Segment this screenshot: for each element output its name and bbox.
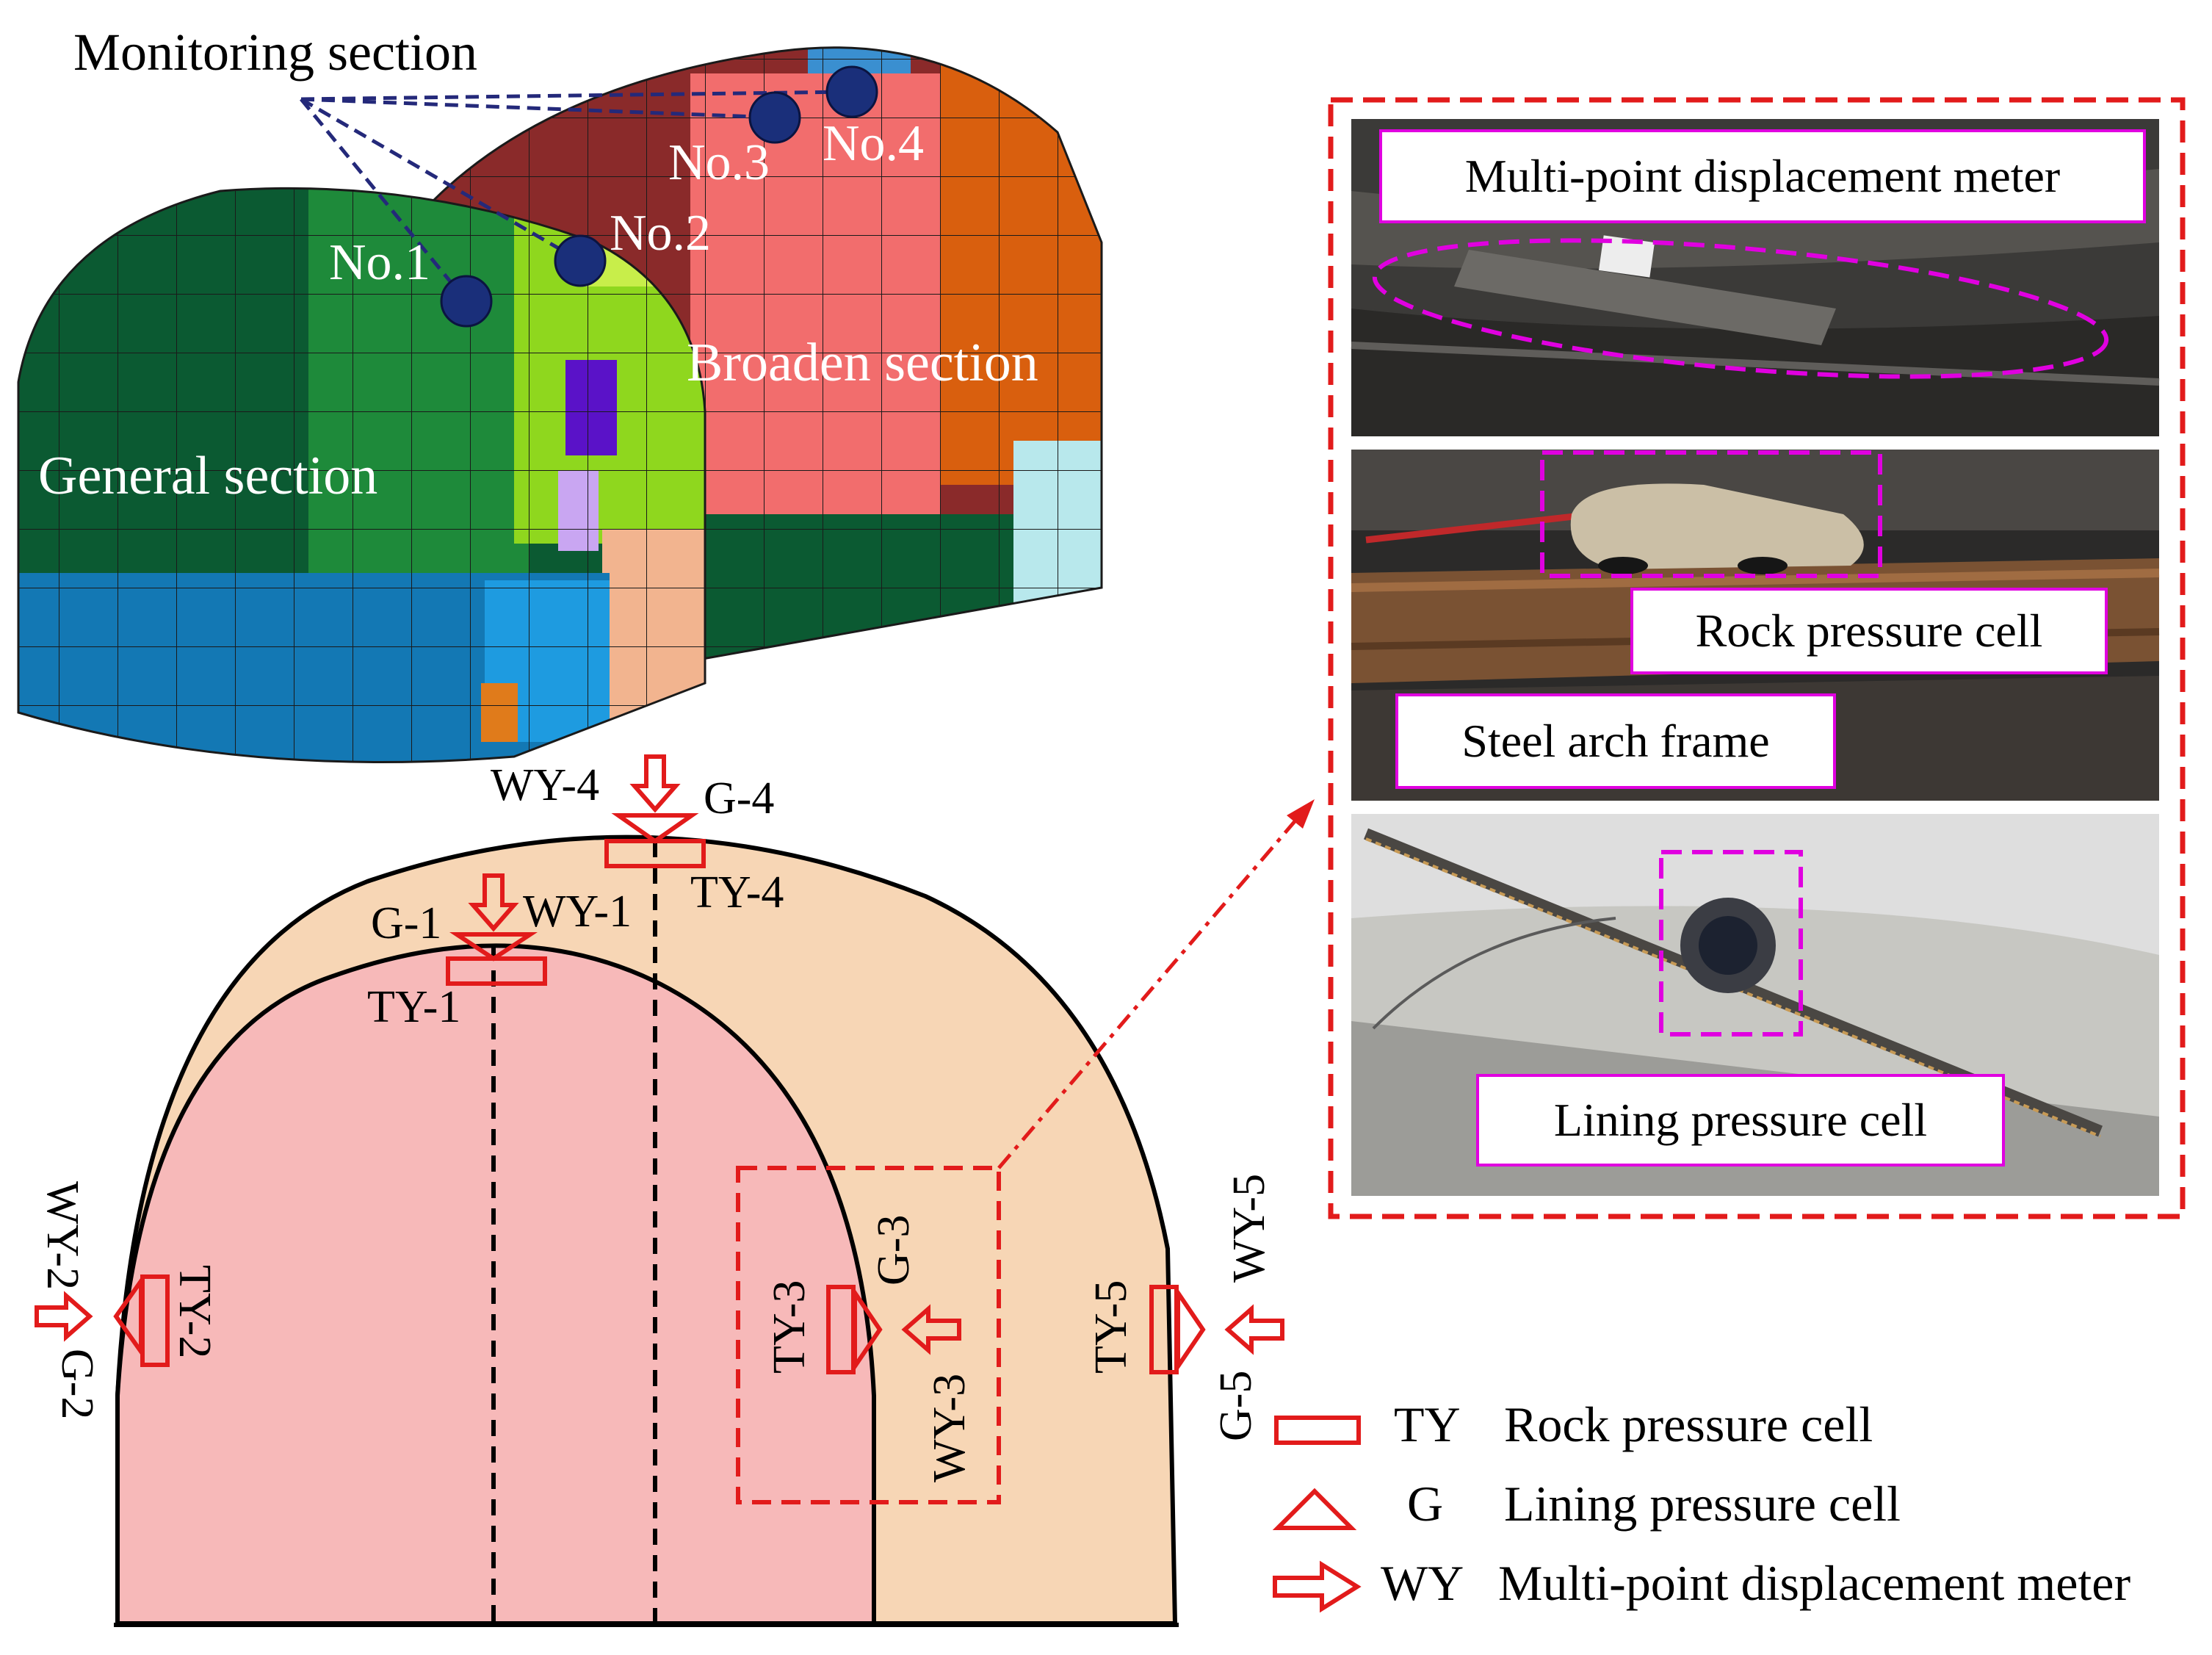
label-ty3: TY-3 — [765, 1280, 814, 1374]
rock-cell-highlight-box — [1540, 450, 1882, 578]
legend-rect-symbol — [1274, 1416, 1361, 1445]
photo-panel-frame — [1328, 97, 2186, 1219]
marker-group-2 — [35, 1274, 170, 1367]
legend-desc-g: Lining pressure cell — [1504, 1476, 1901, 1532]
label-g2: G-2 — [52, 1349, 102, 1420]
photo-label-rock-pressure-cell: Rock pressure cell — [1630, 588, 2108, 674]
arrow-wy2 — [35, 1291, 93, 1342]
label-g3: G-3 — [869, 1214, 919, 1286]
label-wy3: WY-3 — [925, 1373, 975, 1482]
arrow-wy3 — [901, 1304, 961, 1355]
arrow-wy4 — [629, 754, 681, 813]
meter-highlight-ellipse — [1372, 238, 2109, 379]
label-ty5: TY-5 — [1086, 1280, 1136, 1374]
photo-label-displacement-meter: Multi-point displacement meter — [1379, 129, 2146, 223]
general-section-label: General section — [38, 446, 378, 506]
legend-code-wy: WY — [1381, 1555, 1464, 1611]
triangle-g4 — [611, 813, 699, 844]
arrow-wy5 — [1224, 1304, 1284, 1355]
photo-label-lining-pressure-cell: Lining pressure cell — [1476, 1074, 2005, 1167]
zoom-region-box — [736, 1166, 1001, 1504]
monitoring-point-4 — [825, 65, 878, 118]
cell-ty1 — [446, 956, 547, 986]
legend-desc-ty: Rock pressure cell — [1504, 1396, 1873, 1452]
triangle-g1 — [449, 932, 538, 962]
monitoring-section-label: Monitoring section — [73, 23, 477, 82]
marker-group-1 — [446, 873, 547, 986]
label-ty1: TY-1 — [367, 982, 461, 1032]
monitoring-point-2 — [554, 234, 607, 287]
point-label-2: No.2 — [610, 205, 712, 262]
tunnel-model — [17, 46, 1103, 763]
label-wy4: WY-4 — [491, 760, 600, 810]
broaden-section-outline — [395, 46, 1103, 663]
cross-section — [35, 754, 1315, 1627]
legend-code-g: G — [1407, 1476, 1444, 1532]
monitoring-leader-lines — [300, 90, 853, 303]
label-wy2: WY-2 — [37, 1181, 87, 1291]
broaden-section-label: Broaden section — [687, 333, 1038, 393]
monitoring-points — [440, 65, 878, 328]
monitoring-point-3 — [748, 91, 801, 144]
photo-label-steel-arch: Steel arch frame — [1395, 693, 1836, 789]
label-wy5: WY-5 — [1224, 1173, 1274, 1283]
label-g5: G-5 — [1211, 1370, 1261, 1441]
marker-group-4 — [604, 754, 706, 868]
triangle-g5 — [1176, 1286, 1206, 1374]
lining-cell-highlight-box — [1659, 850, 1803, 1036]
legend-symbols — [1272, 1416, 1362, 1613]
legend-arrow-symbol — [1273, 1560, 1362, 1613]
point-label-1: No.1 — [329, 234, 431, 291]
general-section-mesh — [18, 188, 705, 762]
zoom-pointer — [997, 799, 1315, 1169]
cell-ty2 — [140, 1274, 170, 1367]
marker-group-3 — [826, 1285, 961, 1374]
monitoring-point-1 — [440, 275, 493, 328]
marker-group-5 — [1149, 1285, 1284, 1374]
label-g4: G-4 — [704, 774, 775, 823]
label-g1: G-1 — [371, 898, 442, 948]
label-ty2: TY-2 — [170, 1265, 220, 1359]
label-wy1: WY-1 — [523, 887, 632, 937]
point-label-4: No.4 — [823, 115, 925, 172]
legend-triangle-symbol — [1272, 1488, 1357, 1530]
point-label-3: No.3 — [668, 134, 770, 191]
label-ty4: TY-4 — [690, 868, 784, 917]
legend-code-ty: TY — [1394, 1396, 1461, 1452]
legend-desc-wy: Multi-point displacement meter — [1498, 1555, 2131, 1611]
broaden-section-mesh — [397, 47, 1102, 662]
triangle-g3 — [853, 1286, 883, 1374]
arrow-wy1 — [468, 873, 519, 932]
cell-ty4 — [604, 839, 706, 868]
